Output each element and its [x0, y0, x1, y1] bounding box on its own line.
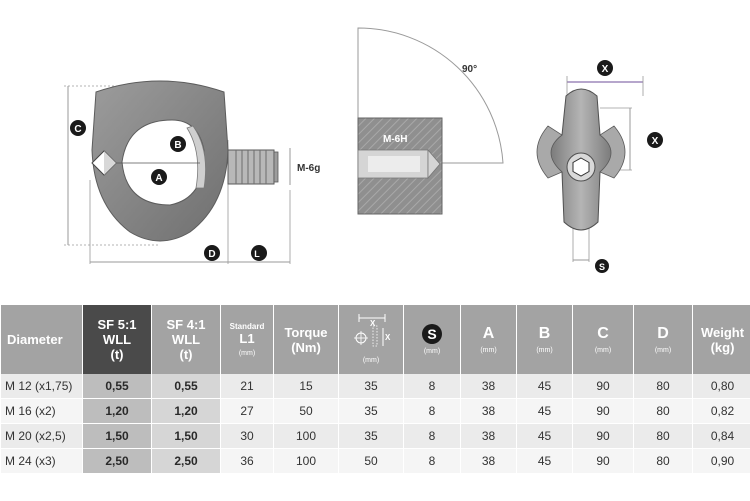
- cell-x: 50: [339, 449, 403, 474]
- cell-b: 45: [517, 374, 572, 399]
- cell-c: 90: [573, 424, 633, 449]
- cell-c: 90: [573, 449, 633, 474]
- table-row: M 16 (x2) 1,20 1,20 27 50 35 8 38 45 90 …: [1, 399, 750, 424]
- c-label: C: [74, 124, 81, 135]
- x-dimension-icon: X X: [354, 314, 391, 347]
- hex-socket: [572, 157, 590, 177]
- cell-s: 8: [404, 374, 460, 399]
- cell-x: 35: [339, 424, 403, 449]
- s-label: S: [599, 262, 605, 272]
- cell-a: 38: [461, 374, 516, 399]
- header-diameter: Diameter: [1, 305, 82, 374]
- cell-c: 90: [573, 399, 633, 424]
- header-torque: Torque (Nm): [274, 305, 338, 374]
- cell-sf41: 1,20: [152, 399, 220, 424]
- threaded-stud: [227, 149, 275, 185]
- wing-view: X X S: [536, 60, 663, 273]
- angle-arc: [357, 27, 504, 164]
- cell-diameter: M 12 (x1,75): [1, 374, 82, 399]
- cell-sf41: 2,50: [152, 449, 220, 474]
- c-badge: [70, 120, 86, 136]
- cell-d: 80: [634, 374, 692, 399]
- cell-a: 38: [461, 424, 516, 449]
- cell-l1: 27: [221, 399, 273, 424]
- a-label: A: [155, 173, 162, 184]
- cell-x: 35: [339, 399, 403, 424]
- cell-weight: 0,80: [693, 374, 750, 399]
- header-s: S (mm): [404, 305, 460, 374]
- b-badge: [170, 136, 186, 152]
- x-top-label: X: [602, 64, 609, 75]
- x-top-badge: [597, 60, 613, 76]
- technical-drawing: C B A D L M-6g 90° M-6H: [64, 27, 663, 273]
- cell-b: 45: [517, 424, 572, 449]
- tapped-hole-view: 90° M-6H: [357, 27, 504, 215]
- m6h-label: M-6H: [383, 134, 407, 145]
- cell-torque: 100: [274, 424, 338, 449]
- cell-torque: 15: [274, 374, 338, 399]
- header-d: D (mm): [634, 305, 692, 374]
- cell-b: 45: [517, 399, 572, 424]
- cell-a: 38: [461, 399, 516, 424]
- cell-sf51: 0,55: [83, 374, 151, 399]
- cell-x: 35: [339, 374, 403, 399]
- cell-d: 80: [634, 424, 692, 449]
- cell-s: 8: [404, 449, 460, 474]
- svg-text:X: X: [370, 319, 376, 328]
- header-row: Diameter SF 5:1 WLL (t) SF 4:1 WLL (t) S…: [1, 305, 750, 374]
- table-row: M 24 (x3) 2,50 2,50 36 100 50 8 38 45 90…: [1, 449, 750, 474]
- table-row: M 20 (x2,5) 1,50 1,50 30 100 35 8 38 45 …: [1, 424, 750, 449]
- header-sf41: SF 4:1 WLL (t): [152, 305, 220, 374]
- cell-weight: 0,90: [693, 449, 750, 474]
- header-sf51: SF 5:1 WLL (t): [83, 305, 151, 374]
- d-badge: [204, 245, 220, 261]
- d-label: D: [208, 249, 215, 260]
- m6g-label: M-6g: [297, 163, 320, 174]
- l1-label: L: [254, 249, 260, 259]
- header-c: C (mm): [573, 305, 633, 374]
- header-b: B (mm): [517, 305, 572, 374]
- cell-d: 80: [634, 399, 692, 424]
- cell-diameter: M 16 (x2): [1, 399, 82, 424]
- s-icon: S: [422, 323, 442, 344]
- cell-sf51: 2,50: [83, 449, 151, 474]
- cell-diameter: M 24 (x3): [1, 449, 82, 474]
- cell-diameter: M 20 (x2,5): [1, 424, 82, 449]
- cell-sf41: 0,55: [152, 374, 220, 399]
- cell-sf41: 1,50: [152, 424, 220, 449]
- cell-l1: 30: [221, 424, 273, 449]
- x-side-label: X: [652, 136, 659, 147]
- cell-weight: 0,82: [693, 399, 750, 424]
- cell-l1: 21: [221, 374, 273, 399]
- spec-table: Diameter SF 5:1 WLL (t) SF 4:1 WLL (t) S…: [0, 305, 750, 474]
- cell-l1: 36: [221, 449, 273, 474]
- header-l1: Standard L1 (mm): [221, 305, 273, 374]
- cell-s: 8: [404, 424, 460, 449]
- table-row: M 12 (x1,75) 0,55 0,55 21 15 35 8 38 45 …: [1, 374, 750, 399]
- x-side-badge: [647, 132, 663, 148]
- cell-s: 8: [404, 399, 460, 424]
- l1-badge: [251, 245, 267, 261]
- bevel: [186, 125, 206, 189]
- cell-torque: 100: [274, 449, 338, 474]
- a-badge: [151, 169, 167, 185]
- header-a: A (mm): [461, 305, 516, 374]
- svg-text:X: X: [385, 333, 391, 342]
- cell-sf51: 1,50: [83, 424, 151, 449]
- cell-c: 90: [573, 374, 633, 399]
- eye-bolt-view: C B A D L M-6g: [64, 80, 320, 264]
- header-weight: Weight (kg): [693, 305, 750, 374]
- s-badge: [595, 259, 609, 273]
- angle-label: 90°: [462, 64, 477, 75]
- header-x: X X (mm): [339, 305, 403, 374]
- b-label: B: [174, 140, 181, 151]
- cell-weight: 0,84: [693, 424, 750, 449]
- cell-sf51: 1,20: [83, 399, 151, 424]
- cell-a: 38: [461, 449, 516, 474]
- cell-torque: 50: [274, 399, 338, 424]
- cell-b: 45: [517, 449, 572, 474]
- cell-d: 80: [634, 449, 692, 474]
